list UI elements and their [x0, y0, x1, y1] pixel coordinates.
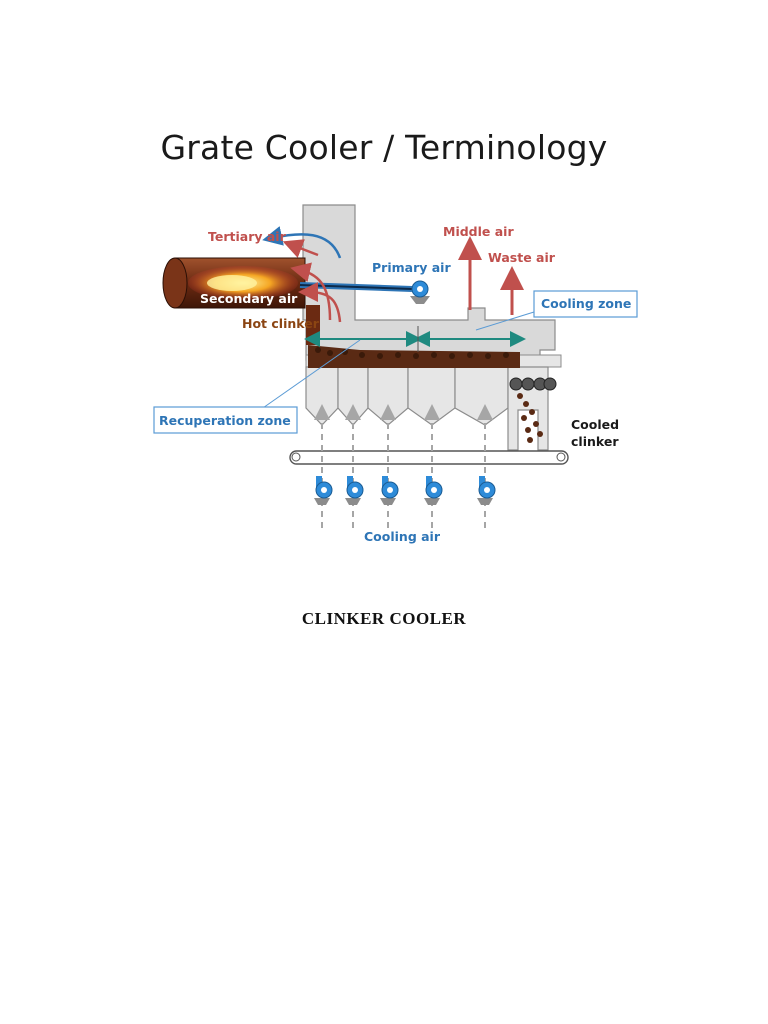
- label-hot-clinker: Hot clinker: [242, 316, 320, 331]
- cooling-air-lines: [314, 404, 493, 528]
- cooling-zone-pointer: [475, 311, 535, 331]
- fan-icon: [345, 476, 364, 505]
- recuperation-zone-box: [153, 406, 298, 434]
- burner-pipe: [299, 282, 413, 292]
- tertiary-air-arrow: [262, 226, 342, 259]
- cooling-fans: [314, 476, 496, 505]
- label-tertiary-air: Tertiary air: [208, 229, 287, 244]
- label-cooled-clinker-line2: clinker: [571, 434, 619, 449]
- tertiary-air-red-arrow: [282, 239, 319, 258]
- cooling-zone-box: [533, 290, 638, 318]
- fan-icon: [380, 476, 399, 505]
- label-secondary-air: Secondary air: [200, 291, 298, 306]
- hoppers: [305, 366, 509, 426]
- fan-icon: [424, 476, 443, 505]
- page-title: Grate Cooler / Terminology: [160, 128, 608, 167]
- secondary-air-arrow-2: [298, 282, 342, 323]
- clinker-bed: [306, 305, 557, 443]
- label-waste-air: Waste air: [488, 250, 556, 265]
- fan-icon: [314, 476, 333, 505]
- grate-cooler-diagram: Tertiary air Primary air Middle air Wast…: [153, 204, 638, 544]
- kiln: [162, 257, 306, 309]
- fan-icon: [477, 476, 496, 505]
- primary-air-fan-icon: [410, 280, 430, 304]
- label-middle-air: Middle air: [443, 224, 514, 239]
- label-cooling-zone: Cooling zone: [541, 296, 631, 311]
- label-primary-air: Primary air: [372, 260, 451, 275]
- recuperation-zone-pointer: [259, 339, 361, 411]
- conveyor-belt: [289, 450, 569, 465]
- label-cooling-air: Cooling air: [364, 529, 441, 544]
- secondary-air-arrow-1: [290, 262, 332, 321]
- label-cooled-clinker-line1: Cooled: [571, 417, 619, 432]
- label-recuperation-zone: Recuperation zone: [159, 413, 291, 428]
- figure-caption: CLINKER COOLER: [301, 609, 467, 628]
